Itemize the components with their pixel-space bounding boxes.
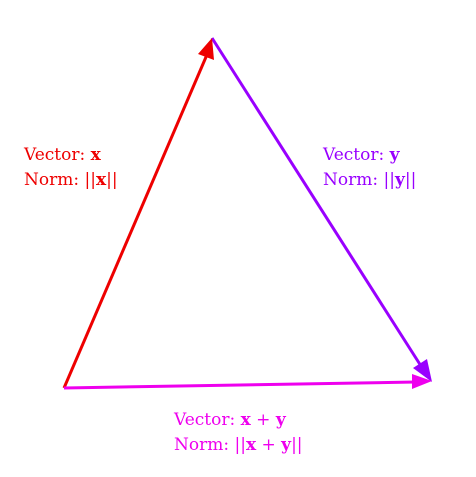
vector-x-norm-prefix: Norm: (24, 170, 85, 190)
vector-x-name: Vector: x (24, 143, 118, 168)
vector-sum-norm-open: || (234, 435, 246, 455)
vector-sum-arrow (63, 380, 417, 390)
vector-y-name-prefix: Vector: (323, 145, 390, 165)
vector-sum-plus: + (250, 410, 276, 430)
vector-x-norm-symbol: x (95, 170, 107, 190)
vector-x-arrow (62, 49, 211, 389)
vector-y-label: Vector: y Norm: ||y|| (323, 143, 416, 193)
vector-sum-norm: Norm: ||x + y|| (174, 433, 303, 458)
vector-y-arrowhead (413, 359, 432, 382)
vector-sum-arrowhead (412, 374, 432, 389)
vector-sum-label: Vector: x + y Norm: ||x + y|| (174, 408, 303, 458)
vector-sum-norm-plus: + (256, 435, 282, 455)
vector-x-norm-open: || (84, 170, 96, 190)
vector-x-arrowhead (198, 38, 214, 60)
vector-sum-norm-close: || (291, 435, 303, 455)
vector-y-norm: Norm: ||y|| (323, 168, 416, 193)
vector-y-norm-prefix: Norm: (323, 170, 384, 190)
vector-x-norm-close: || (106, 170, 118, 190)
vector-y-norm-close: || (404, 170, 417, 190)
vector-x-symbol: x (90, 145, 101, 165)
vector-y-norm-symbol: y (394, 170, 405, 190)
vector-sum-norm-symbol-x: x (245, 435, 257, 455)
vector-sum-norm-prefix: Norm: (174, 435, 235, 455)
vector-y-norm-open: || (383, 170, 395, 190)
vector-sum-name-prefix: Vector: (174, 410, 241, 430)
vector-sum-norm-symbol-y: y (281, 435, 292, 455)
vector-x-name-prefix: Vector: (24, 145, 91, 165)
vector-y-name: Vector: y (323, 143, 416, 168)
vector-sum-symbol-y: y (275, 410, 286, 430)
vector-y-arrow (210, 37, 430, 378)
vector-sum-name: Vector: x + y (174, 408, 303, 433)
vector-sum-symbol-x: x (240, 410, 251, 430)
vector-y-symbol: y (389, 145, 400, 165)
vector-x-norm: Norm: ||x|| (24, 168, 118, 193)
vector-x-label: Vector: x Norm: ||x|| (24, 143, 118, 193)
